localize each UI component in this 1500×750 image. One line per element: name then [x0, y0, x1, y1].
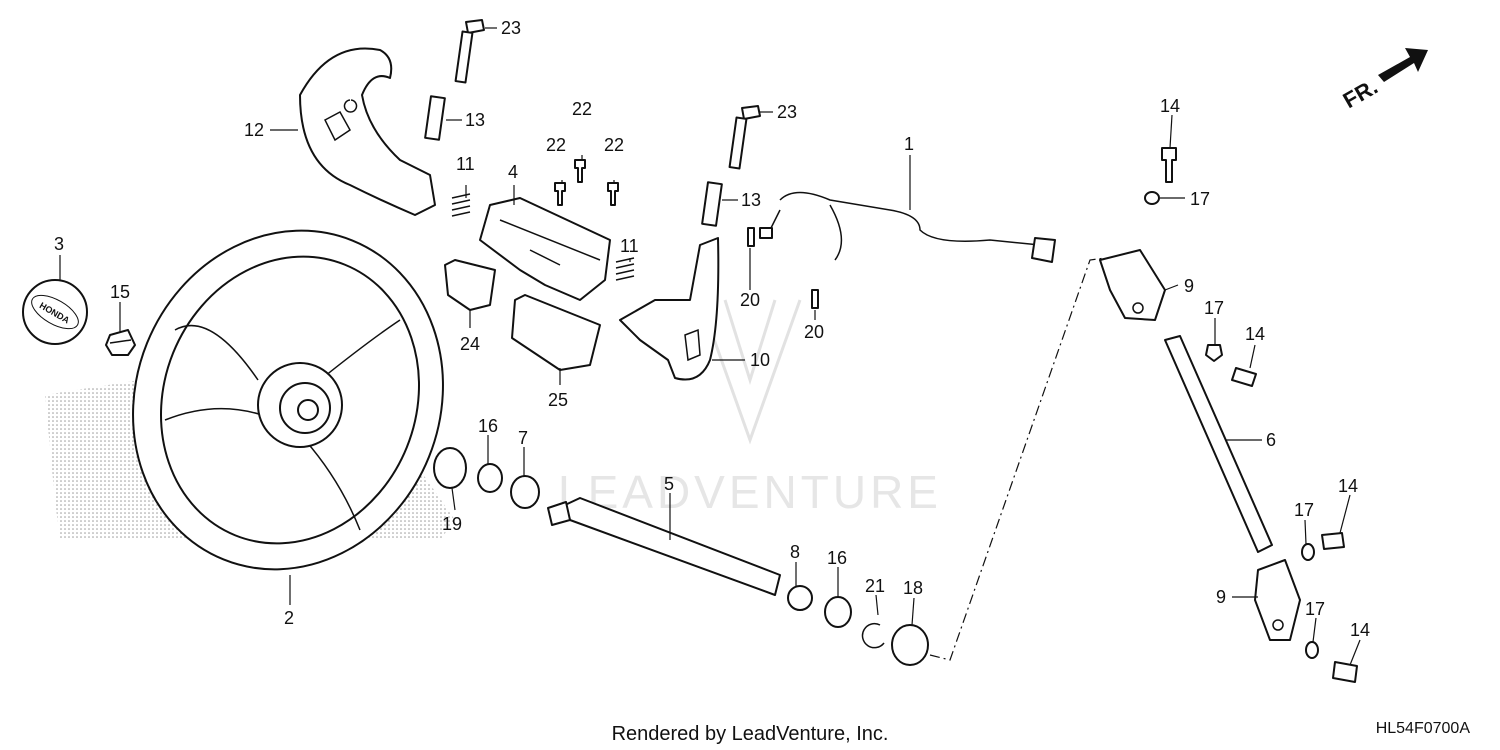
- assembly-connector-line: [929, 257, 1106, 661]
- callout-21: 21: [865, 576, 885, 596]
- switch-housing-right-part: [619, 237, 720, 381]
- universal-joint-part-9a: [1099, 249, 1166, 321]
- callout-7: 7: [518, 428, 528, 448]
- callout-14c: 14: [1338, 476, 1358, 496]
- callout-5: 5: [664, 474, 674, 494]
- callout-2: 2: [284, 608, 294, 628]
- callout-4: 4: [508, 162, 518, 182]
- seal-part-16b: [824, 596, 852, 628]
- seal-part-16a: [477, 463, 503, 493]
- washer-part-17c: [1301, 543, 1315, 561]
- callout-9a: 9: [1184, 276, 1194, 296]
- diagram-code: HL54F0700A: [1376, 720, 1471, 737]
- cover-part-25: [511, 294, 601, 371]
- spacer-part-13a: [424, 95, 446, 141]
- callout-20b: 20: [804, 322, 824, 342]
- callout-labels: 23 23 13 13 12 11 11 4 1 3 15 2 24 25 10…: [54, 18, 1370, 640]
- clip-part-21: [861, 622, 885, 649]
- callout-11b: 11: [620, 236, 639, 256]
- callout-14d: 14: [1350, 620, 1370, 640]
- callout-10: 10: [750, 350, 770, 370]
- bolt-part-23b: [728, 105, 761, 170]
- screw-part-22b: [574, 159, 586, 183]
- cover-part-24: [444, 259, 496, 311]
- callout-23b: 23: [777, 102, 797, 122]
- wire-harness-part: [759, 191, 1056, 263]
- spring-part-11b: [615, 257, 635, 281]
- callout-14b: 14: [1245, 324, 1265, 344]
- callout-8: 8: [790, 542, 800, 562]
- steering-shaft-part: [547, 497, 781, 596]
- callout-14a: 14: [1160, 96, 1180, 116]
- watermark: LEADVENTURE: [558, 299, 942, 518]
- spring-part-11a: [451, 193, 471, 217]
- callout-17d: 17: [1305, 599, 1325, 619]
- washer-part-17a: [1144, 191, 1160, 205]
- callout-16a: 16: [478, 416, 498, 436]
- horn-cap-part: HONDA: [22, 279, 88, 345]
- callout-3: 3: [54, 234, 64, 254]
- callout-22b: 22: [572, 99, 592, 119]
- washer-part-17d: [1305, 641, 1319, 659]
- footer-credit: Rendered by LeadVenture, Inc.: [612, 723, 889, 745]
- callout-1: 1: [904, 134, 914, 154]
- bolt-part-14a: [1161, 147, 1177, 183]
- callout-9b: 9: [1216, 587, 1226, 607]
- bolt-part-14c: [1321, 532, 1345, 550]
- callout-17c: 17: [1294, 500, 1314, 520]
- screw-part-20b: [811, 289, 819, 309]
- watermark-text: LEADVENTURE: [558, 466, 942, 518]
- boot-part-18: [891, 624, 929, 666]
- bolt-part-23a: [454, 19, 485, 84]
- callout-16b: 16: [827, 548, 847, 568]
- washer-part-17b: [1205, 344, 1223, 362]
- callout-22c: 22: [604, 135, 624, 155]
- bearing-part-7: [510, 475, 540, 509]
- callout-17b: 17: [1204, 298, 1224, 318]
- screw-part-20a: [747, 227, 755, 247]
- callout-12: 12: [244, 120, 264, 140]
- callout-23a: 23: [501, 18, 521, 38]
- nut-part-15: [105, 329, 136, 356]
- callout-24: 24: [460, 334, 480, 354]
- leader-lines: [59, 27, 1361, 666]
- callout-13a: 13: [465, 110, 485, 130]
- callout-11a: 11: [456, 154, 475, 174]
- front-label: FR.: [1339, 74, 1382, 113]
- bolt-part-14d: [1332, 661, 1358, 683]
- steering-wheel-part: [132, 229, 444, 571]
- callout-18: 18: [903, 578, 923, 598]
- callout-19: 19: [442, 514, 462, 534]
- switch-housing-left-part: [299, 47, 436, 216]
- center-bracket-part: [479, 197, 611, 301]
- callout-25: 25: [548, 390, 568, 410]
- callout-22a: 22: [546, 135, 566, 155]
- front-arrow-icon: [1378, 48, 1428, 82]
- lower-shaft-part: [1164, 335, 1273, 553]
- bushing-part-8: [787, 585, 813, 611]
- callout-17a: 17: [1190, 189, 1210, 209]
- callout-20a: 20: [740, 290, 760, 310]
- bolt-part-14b: [1231, 367, 1257, 387]
- screw-part-22c: [607, 182, 619, 206]
- callout-13b: 13: [741, 190, 761, 210]
- screw-part-22a: [554, 182, 566, 206]
- front-direction-indicator: FR.: [1339, 48, 1428, 113]
- callout-15: 15: [110, 282, 130, 302]
- spacer-part-19: [433, 447, 467, 489]
- spacer-part-13b: [701, 181, 723, 227]
- callout-6: 6: [1266, 430, 1276, 450]
- universal-joint-part-9b: [1254, 559, 1301, 641]
